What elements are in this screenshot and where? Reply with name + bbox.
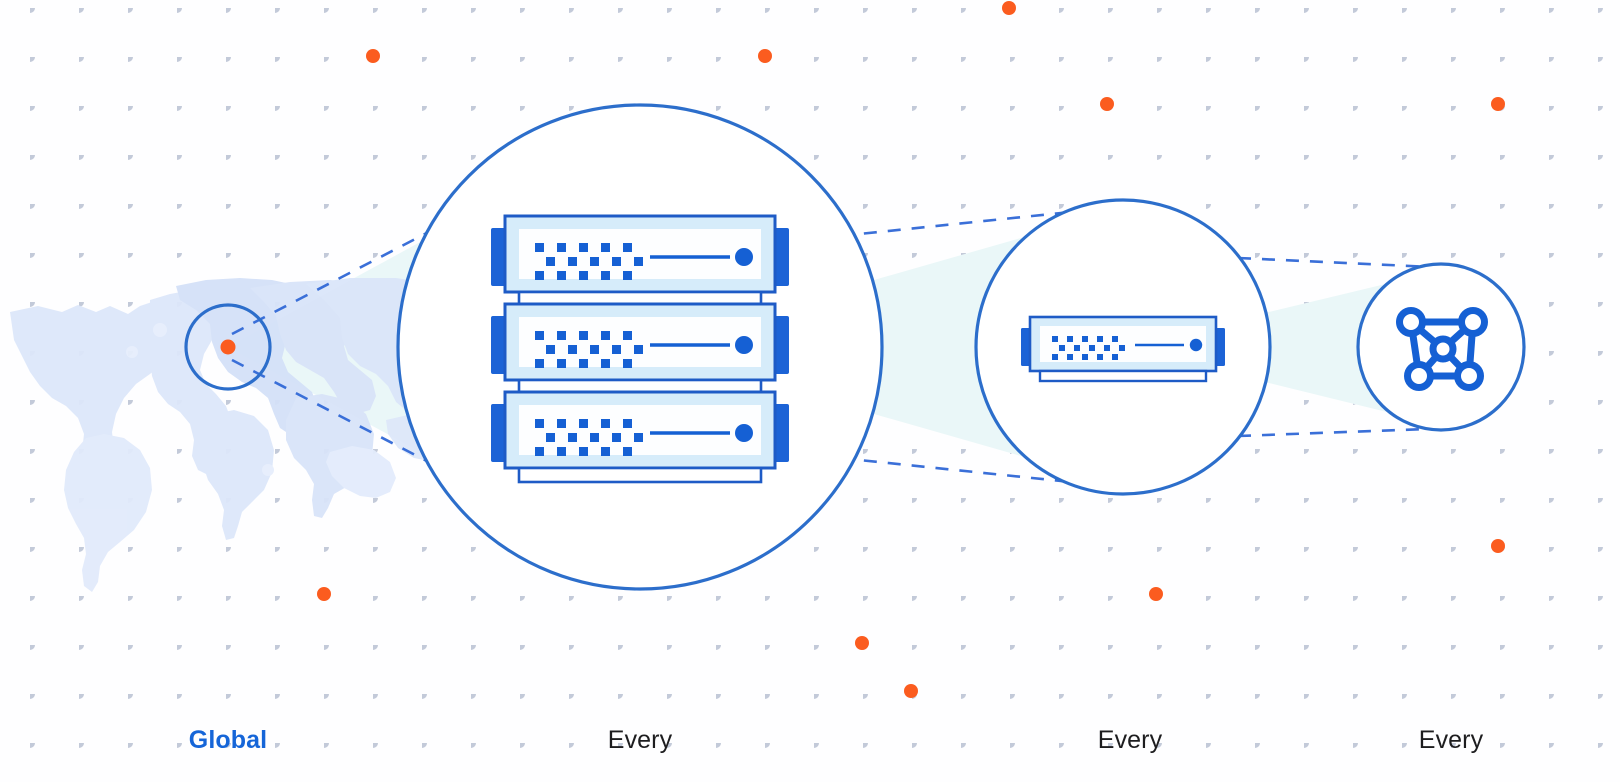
stage-label-every-server: Every server: [1030, 668, 1230, 782]
server-unit-2-panel: [519, 317, 761, 367]
server-unit-1-status-light: [735, 248, 753, 266]
accent-dot: [1491, 97, 1505, 111]
mesh-node-center: [1429, 335, 1457, 363]
stage-label-every-server-line1: Every: [1097, 726, 1163, 754]
stage-label-every-service: Every service: [1351, 668, 1551, 782]
server-unit-2-status-light: [735, 336, 753, 354]
server-unit-3-base-bar: [517, 466, 763, 484]
accent-dot-layer: [317, 1, 1505, 698]
server-unit-1-led-array: [535, 243, 643, 280]
single-server-status-light: [1189, 338, 1203, 352]
server-unit-1: [491, 214, 789, 308]
server-unit-3: [491, 390, 789, 484]
global-network-location-marker: [220, 339, 236, 355]
stage-global-network-icon: [184, 303, 272, 391]
mesh-node-top-right: [1458, 307, 1488, 337]
single-server-unit-icon: [1021, 315, 1225, 383]
service-mesh-nodes: [1396, 307, 1488, 391]
server-unit-1-panel: [519, 229, 761, 279]
server-rack-icon: [491, 214, 789, 484]
stage-label-every-data-center-line1: Every: [607, 726, 673, 754]
accent-dot: [855, 636, 869, 650]
mesh-node-bottom-right: [1454, 361, 1484, 391]
server-unit-3-led-array: [535, 419, 643, 456]
accent-dot: [1491, 539, 1505, 553]
accent-dot: [317, 587, 331, 601]
single-server-base-bar: [1038, 369, 1208, 383]
server-unit-3-panel: [519, 405, 761, 455]
server-unit-2: [491, 302, 789, 396]
accent-dot: [366, 49, 380, 63]
server-unit-3-status-light: [735, 424, 753, 442]
server-unit-2-led-array: [535, 331, 643, 368]
mesh-node-top-left: [1396, 307, 1426, 337]
stage-label-global-network-line1: Global: [188, 726, 268, 754]
single-server-led-array: [1052, 336, 1125, 360]
accent-dot: [1100, 97, 1114, 111]
stage-label-every-data-center: Every data center: [520, 668, 760, 782]
global-network-circle: [184, 303, 272, 391]
cone-3-edge-bottom: [1237, 426, 1455, 438]
accent-dot: [904, 684, 918, 698]
mesh-node-bottom-left: [1404, 361, 1434, 391]
accent-dot: [1149, 587, 1163, 601]
accent-dot: [1002, 1, 1016, 15]
accent-dot: [758, 49, 772, 63]
stage-label-global-network: Global network: [128, 668, 328, 782]
stage-label-every-service-line1: Every: [1418, 726, 1484, 754]
